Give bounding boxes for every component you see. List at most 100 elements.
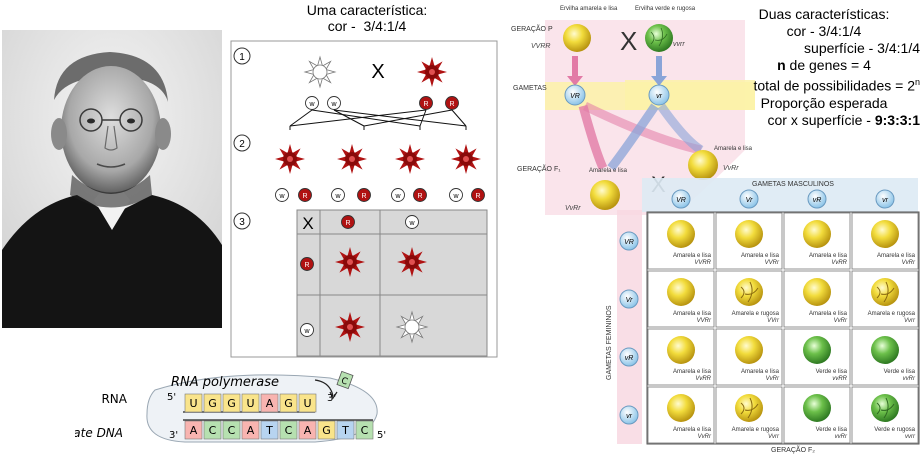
cross-lines — [289, 109, 467, 130]
svg-text:C: C — [340, 376, 349, 388]
pea — [735, 278, 763, 306]
svg-text:w: w — [452, 193, 459, 200]
geracao-f2-label: GERAÇÃO F₂ — [771, 445, 815, 454]
female-gamete: VR — [619, 231, 639, 251]
genotype-label: VVRR — [694, 260, 711, 266]
dna-base: C — [222, 420, 241, 440]
mendel-portrait — [2, 30, 222, 328]
phenotype-label: Amarela e lisa — [673, 427, 712, 433]
rna-base: U — [241, 393, 260, 413]
dihybrid-genes-count: n de genes = 4 — [777, 57, 871, 73]
svg-text:VR: VR — [570, 93, 580, 100]
f1-flower — [275, 144, 305, 174]
genotype-label: VvRr — [698, 434, 712, 440]
f1-pea-left — [590, 180, 620, 210]
male-gamete: vr — [875, 189, 895, 209]
svg-text:w: w — [330, 101, 337, 108]
female-gamete: vR — [619, 347, 639, 367]
phenotype-label: Amarela e rugosa — [868, 311, 916, 317]
svg-text:C: C — [228, 424, 236, 437]
rna-polymerase-diagram: RNA polymerase RNA 5' 3' Template DNA 3'… — [75, 370, 386, 443]
dna-base: G — [317, 420, 336, 440]
pea — [803, 336, 831, 364]
svg-text:R: R — [304, 262, 309, 269]
svg-text:A: A — [190, 424, 198, 437]
parent1-pea — [563, 24, 591, 52]
pea — [667, 336, 695, 364]
genotype-label: VVrr — [767, 318, 780, 324]
f1-label-right: Amarela e lisa — [714, 146, 753, 152]
pea — [667, 394, 695, 422]
phenotype-label: Amarela e lisa — [673, 369, 712, 375]
f1-flower — [337, 144, 367, 174]
svg-text:vr: vr — [626, 413, 633, 420]
pea — [667, 220, 695, 248]
rna-base: G — [203, 393, 222, 413]
gametas-femininos-label: GAMETAS FEMININOS — [606, 305, 613, 380]
phenotype-label: Amarela e lisa — [673, 311, 712, 317]
parent-white-flower — [304, 56, 336, 88]
phenotype-label: Amarela e lisa — [741, 253, 780, 259]
parent2-label: Ervilha verde e rugosa — [635, 6, 696, 12]
genotype-label: VvRr — [766, 376, 780, 382]
gametas-masculinos-label: GAMETAS MASCULINOS — [752, 181, 834, 188]
phenotype-label: Amarela e lisa — [809, 253, 848, 259]
rna-base: U — [298, 393, 317, 413]
rna-polymerase-label: RNA polymerase — [171, 375, 279, 390]
template-dna-label: Template DNA — [75, 426, 123, 440]
gamete-vr-upper — [564, 84, 586, 106]
parent1-label: Ervilha amarela e lisa — [560, 6, 618, 12]
punnett-square: X R w R w — [296, 209, 488, 357]
svg-text:G: G — [322, 424, 331, 437]
rna-3prime: 3' — [327, 393, 336, 404]
f1-label: Amarela e lisa — [589, 168, 628, 174]
svg-text:vR: vR — [813, 197, 822, 204]
rna-base: G — [279, 393, 298, 413]
svg-text:R: R — [302, 193, 307, 200]
geracao-f1-label: GERAÇÃO F₁ — [517, 164, 561, 173]
f1-flower — [395, 144, 425, 174]
f1-genotype-left: VvRr — [565, 205, 581, 212]
svg-text:U: U — [246, 397, 254, 410]
genotype-label: VvRr — [834, 318, 848, 324]
svg-text:G: G — [227, 397, 236, 410]
phenotype-label: Amarela e lisa — [673, 253, 712, 259]
monohybrid-title: Uma característica: — [306, 2, 428, 18]
svg-text:VR: VR — [624, 239, 634, 246]
f1-genotype-right: VvRr — [723, 165, 739, 172]
phenotype-label: Verde e rugosa — [874, 427, 915, 433]
dna-base: A — [184, 420, 203, 440]
phenotype-label: Amarela e rugosa — [732, 427, 780, 433]
svg-text:A: A — [247, 424, 255, 437]
genotype-label: VvRr — [902, 260, 916, 266]
incoming-nucleotide: C — [336, 370, 354, 390]
dna-base: C — [203, 420, 222, 440]
phenotype-label: Amarela e rugosa — [732, 311, 780, 317]
dihybrid-superficie: superfície - 3/4:1/4 — [804, 40, 920, 56]
dihybrid-prop-value: cor x superfície - 9:3:3:1 — [767, 111, 920, 128]
dihybrid-prop-title: Proporção esperada — [760, 94, 888, 111]
pea — [871, 220, 899, 248]
dihybrid-title: Duas características: — [758, 6, 890, 22]
genotype-label: vvRR — [832, 376, 847, 382]
parent-cross-x: X — [620, 26, 637, 56]
rna-base: G — [222, 393, 241, 413]
male-gamete: Vr — [739, 189, 759, 209]
svg-text:w: w — [303, 328, 310, 335]
female-gamete: Vr — [619, 289, 639, 309]
pea — [735, 336, 763, 364]
svg-text:R: R — [475, 193, 480, 200]
svg-text:A: A — [304, 424, 312, 437]
